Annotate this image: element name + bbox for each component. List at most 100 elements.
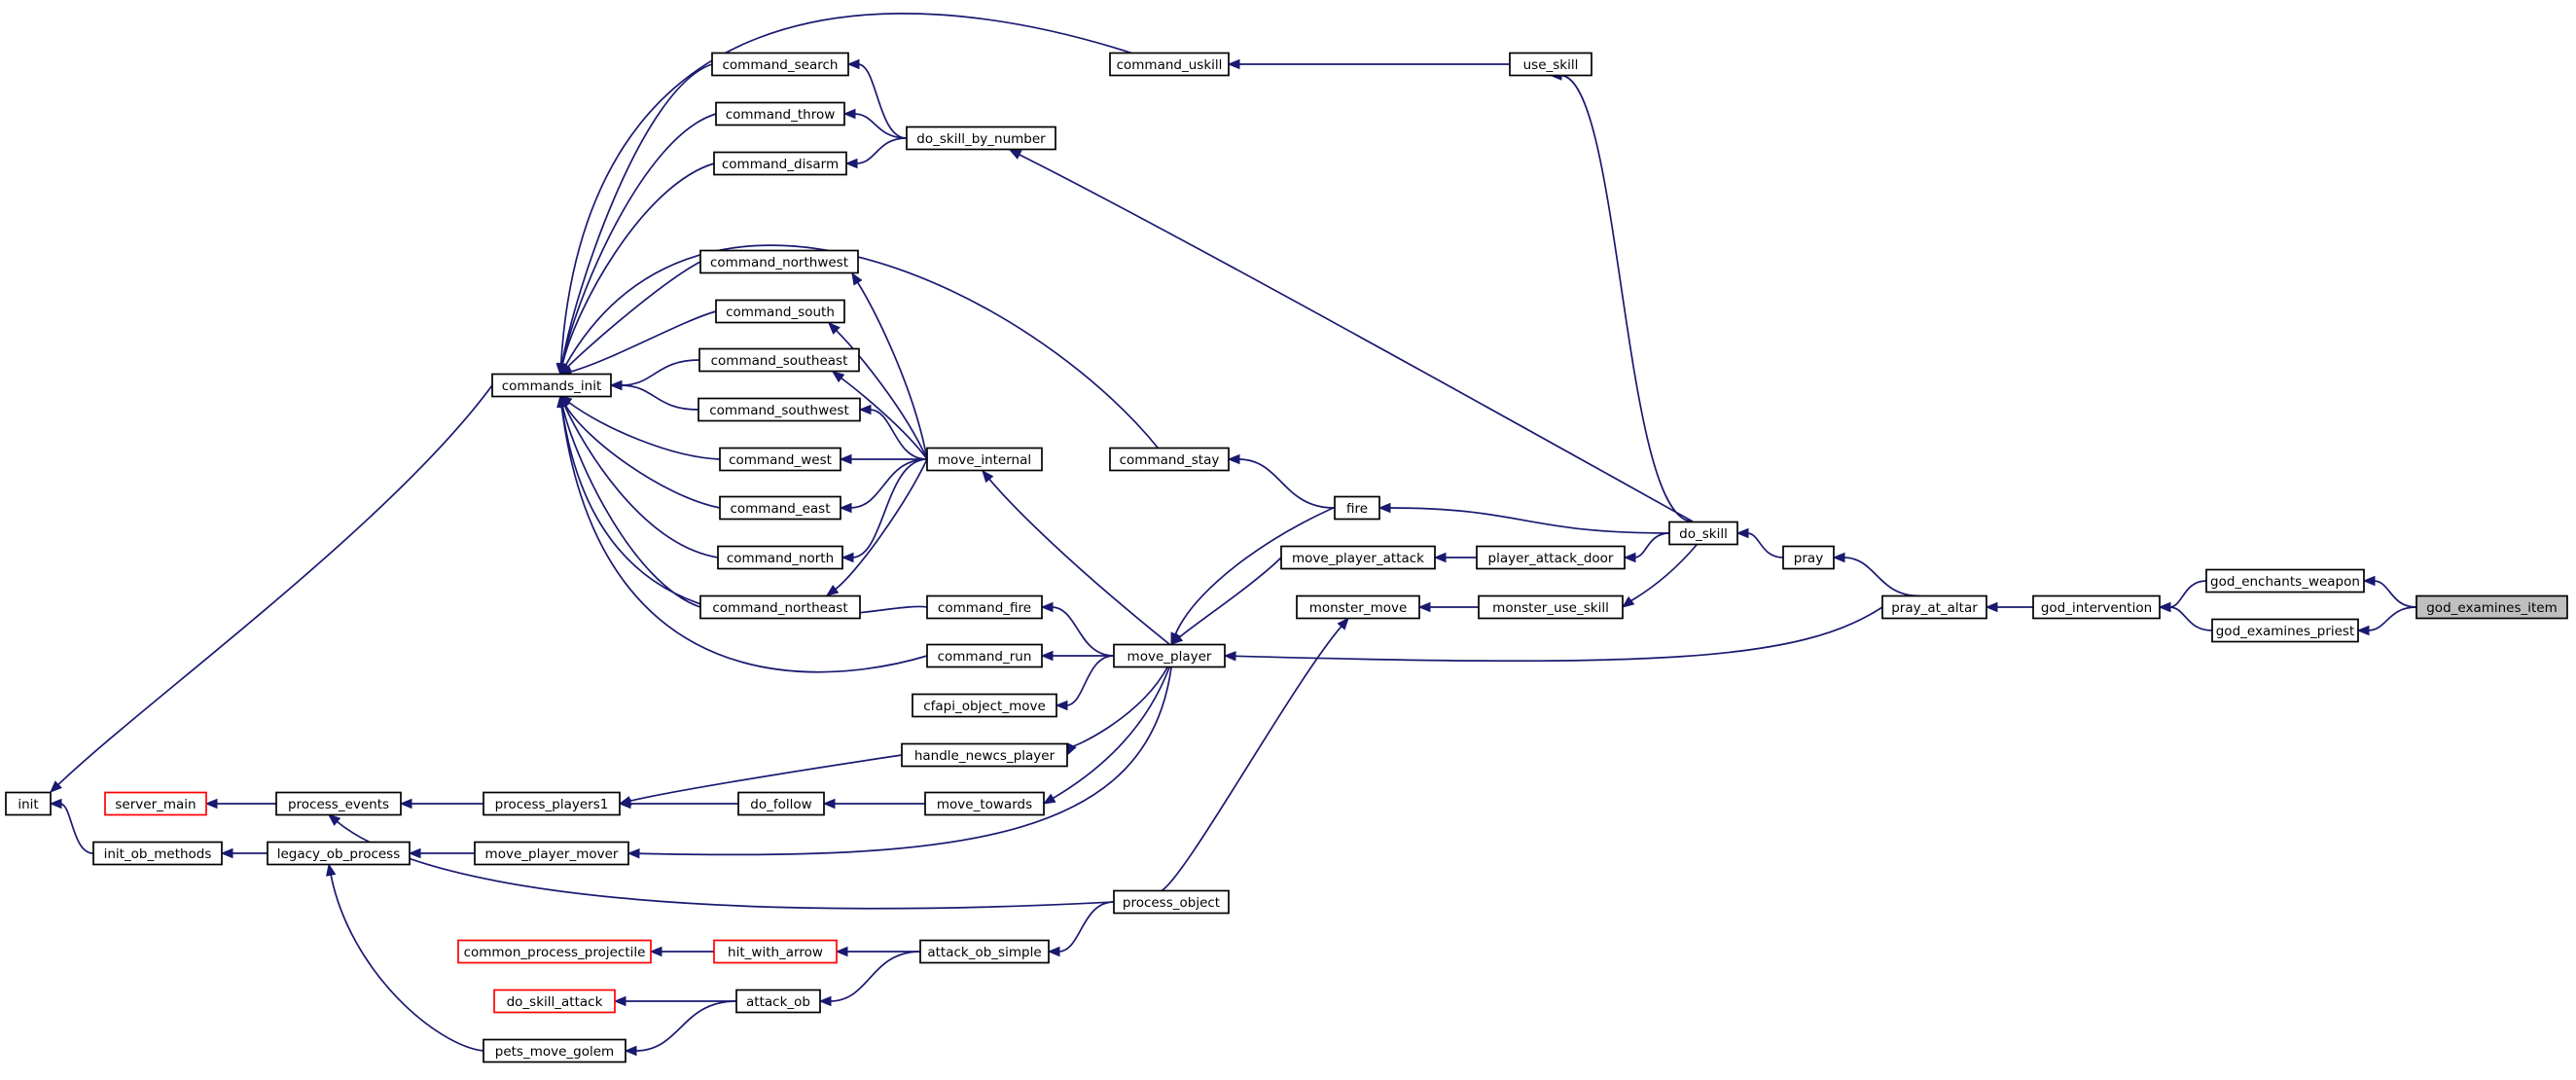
arrow-head-icon (822, 798, 836, 810)
arrow-head-icon (1040, 601, 1054, 613)
call-edge (839, 453, 927, 465)
call-edge (557, 394, 701, 608)
node-command-search[interactable]: command_search (711, 52, 849, 77)
call-edge (1040, 601, 1115, 657)
node-pray-at-altar[interactable]: pray_at_altar (1881, 594, 1987, 620)
node-command-north[interactable]: command_north (717, 545, 843, 570)
node-label: command_northwest (710, 255, 848, 270)
node-init[interactable]: init (5, 791, 52, 816)
function-nodes: god_examines_item god_enchants_weapon god_… (5, 52, 2568, 1063)
node-init-ob-methods[interactable]: init_ob_methods (92, 841, 223, 866)
node-command-west[interactable]: command_west (719, 447, 841, 472)
call-edge (559, 394, 719, 558)
node-pray[interactable]: pray (1782, 545, 1835, 570)
node-move-towards[interactable]: move_towards (924, 791, 1045, 816)
node-legacy-ob-process[interactable]: legacy_ob_process (267, 841, 411, 866)
node-move-internal[interactable]: move_internal (926, 447, 1043, 472)
call-edge (844, 137, 908, 169)
node-monster-use-skill[interactable]: monster_use_skill (1478, 594, 1624, 620)
arrow-head-icon (204, 798, 218, 810)
arrow-head-icon (1008, 149, 1022, 160)
node-hit-with-arrow[interactable]: hit_with_arrow (713, 939, 838, 964)
node-cfapi-object-move[interactable]: cfapi_object_move (912, 693, 1057, 718)
call-edge (559, 261, 701, 376)
call-edge (559, 244, 1159, 449)
node-attack-ob[interactable]: attack_ob (735, 989, 821, 1014)
call-edge (556, 394, 928, 673)
node-command-run[interactable]: command_run (926, 643, 1043, 668)
node-command-east[interactable]: command_east (719, 495, 841, 521)
node-god-intervention[interactable]: god_intervention (2032, 594, 2161, 620)
node-process-players1[interactable]: process_players1 (483, 791, 621, 816)
node-monster-move[interactable]: monster_move (1296, 594, 1420, 620)
arrow-head-icon (1227, 453, 1240, 465)
node-use-skill[interactable]: use_skill (1509, 52, 1592, 77)
node-pets-move-golem[interactable]: pets_move_golem (483, 1038, 626, 1063)
node-fire[interactable]: fire (1334, 495, 1380, 521)
arrow-head-icon (1621, 595, 1635, 608)
node-command-disarm[interactable]: command_disarm (713, 151, 847, 176)
node-command-stay[interactable]: command_stay (1109, 447, 1230, 472)
node-common-process-projectile[interactable]: common_process_projectile (457, 939, 652, 964)
node-command-fire[interactable]: command_fire (926, 594, 1043, 620)
node-command-throw[interactable]: command_throw (715, 101, 845, 126)
arrow-head-icon (624, 1045, 637, 1057)
node-process-events[interactable]: process_events (275, 791, 402, 816)
node-attack-ob-simple[interactable]: attack_ob_simple (919, 939, 1050, 964)
node-do-skill[interactable]: do_skill (1668, 521, 1738, 546)
node-server-main[interactable]: server_main (104, 791, 207, 816)
node-label: hit_with_arrow (728, 945, 823, 960)
arrow-head-icon (1337, 617, 1349, 630)
node-label: pray (1794, 551, 1823, 566)
call-edge (1433, 552, 1478, 563)
call-edge (609, 379, 699, 411)
arrow-head-icon (2158, 601, 2171, 613)
node-command-southwest[interactable]: command_southwest (698, 397, 861, 422)
node-player-attack-door[interactable]: player_attack_door (1476, 545, 1626, 570)
call-edge (846, 58, 908, 139)
node-handle-newcs-player[interactable]: handle_newcs_player (901, 742, 1068, 768)
node-label: move_player_mover (485, 846, 619, 862)
call-edge (1735, 527, 1784, 558)
node-process-object[interactable]: process_object (1113, 889, 1230, 915)
node-command-south[interactable]: command_south (715, 299, 845, 324)
node-label: process_object (1123, 895, 1220, 911)
node-command-northeast[interactable]: command_northeast (699, 594, 861, 620)
node-move-player-attack[interactable]: move_player_attack (1280, 545, 1436, 570)
call-edge (220, 847, 268, 859)
node-label: command_uskill (1117, 57, 1223, 73)
node-label: command_stay (1120, 452, 1220, 468)
arrow-head-icon (1040, 650, 1054, 662)
node-label: commands_init (502, 378, 602, 394)
node-do-skill-attack[interactable]: do_skill_attack (493, 989, 616, 1014)
node-command-uskill[interactable]: command_uskill (1109, 52, 1230, 77)
node-god-enchants-weapon[interactable]: god_enchants_weapon (2205, 568, 2365, 594)
call-edge (1417, 601, 1480, 613)
node-command-southeast[interactable]: command_southeast (698, 347, 860, 373)
arrow-head-icon (835, 946, 848, 957)
arrow-head-icon (846, 58, 860, 70)
arrow-head-icon (982, 469, 994, 484)
node-label: command_fire (938, 600, 1031, 616)
call-edge (557, 162, 715, 377)
node-god-examines-item[interactable]: god_examines_item (2415, 594, 2568, 620)
arrow-head-icon (50, 780, 62, 793)
node-commands-init[interactable]: commands_init (491, 373, 612, 398)
node-command-northwest[interactable]: command_northwest (699, 249, 859, 274)
node-label: command_southwest (709, 403, 849, 418)
arrow-head-icon (1223, 651, 1236, 662)
call-edge (2158, 601, 2213, 631)
call-edge (828, 322, 928, 460)
node-god-examines-priest[interactable]: god_examines_priest (2211, 618, 2359, 643)
arrow-head-icon (841, 552, 854, 563)
node-move-player-mover[interactable]: move_player_mover (474, 841, 629, 866)
arrow-head-icon (825, 584, 840, 596)
call-edges (49, 13, 2417, 1057)
node-label: monster_use_skill (1492, 600, 1609, 616)
arrow-head-icon (1377, 502, 1391, 514)
call-edge (858, 404, 928, 460)
node-move-player[interactable]: move_player (1113, 643, 1226, 668)
node-label: process_events (288, 797, 389, 812)
node-do-follow[interactable]: do_follow (737, 791, 825, 816)
node-do-skill-by-number[interactable]: do_skill_by_number (906, 126, 1056, 151)
